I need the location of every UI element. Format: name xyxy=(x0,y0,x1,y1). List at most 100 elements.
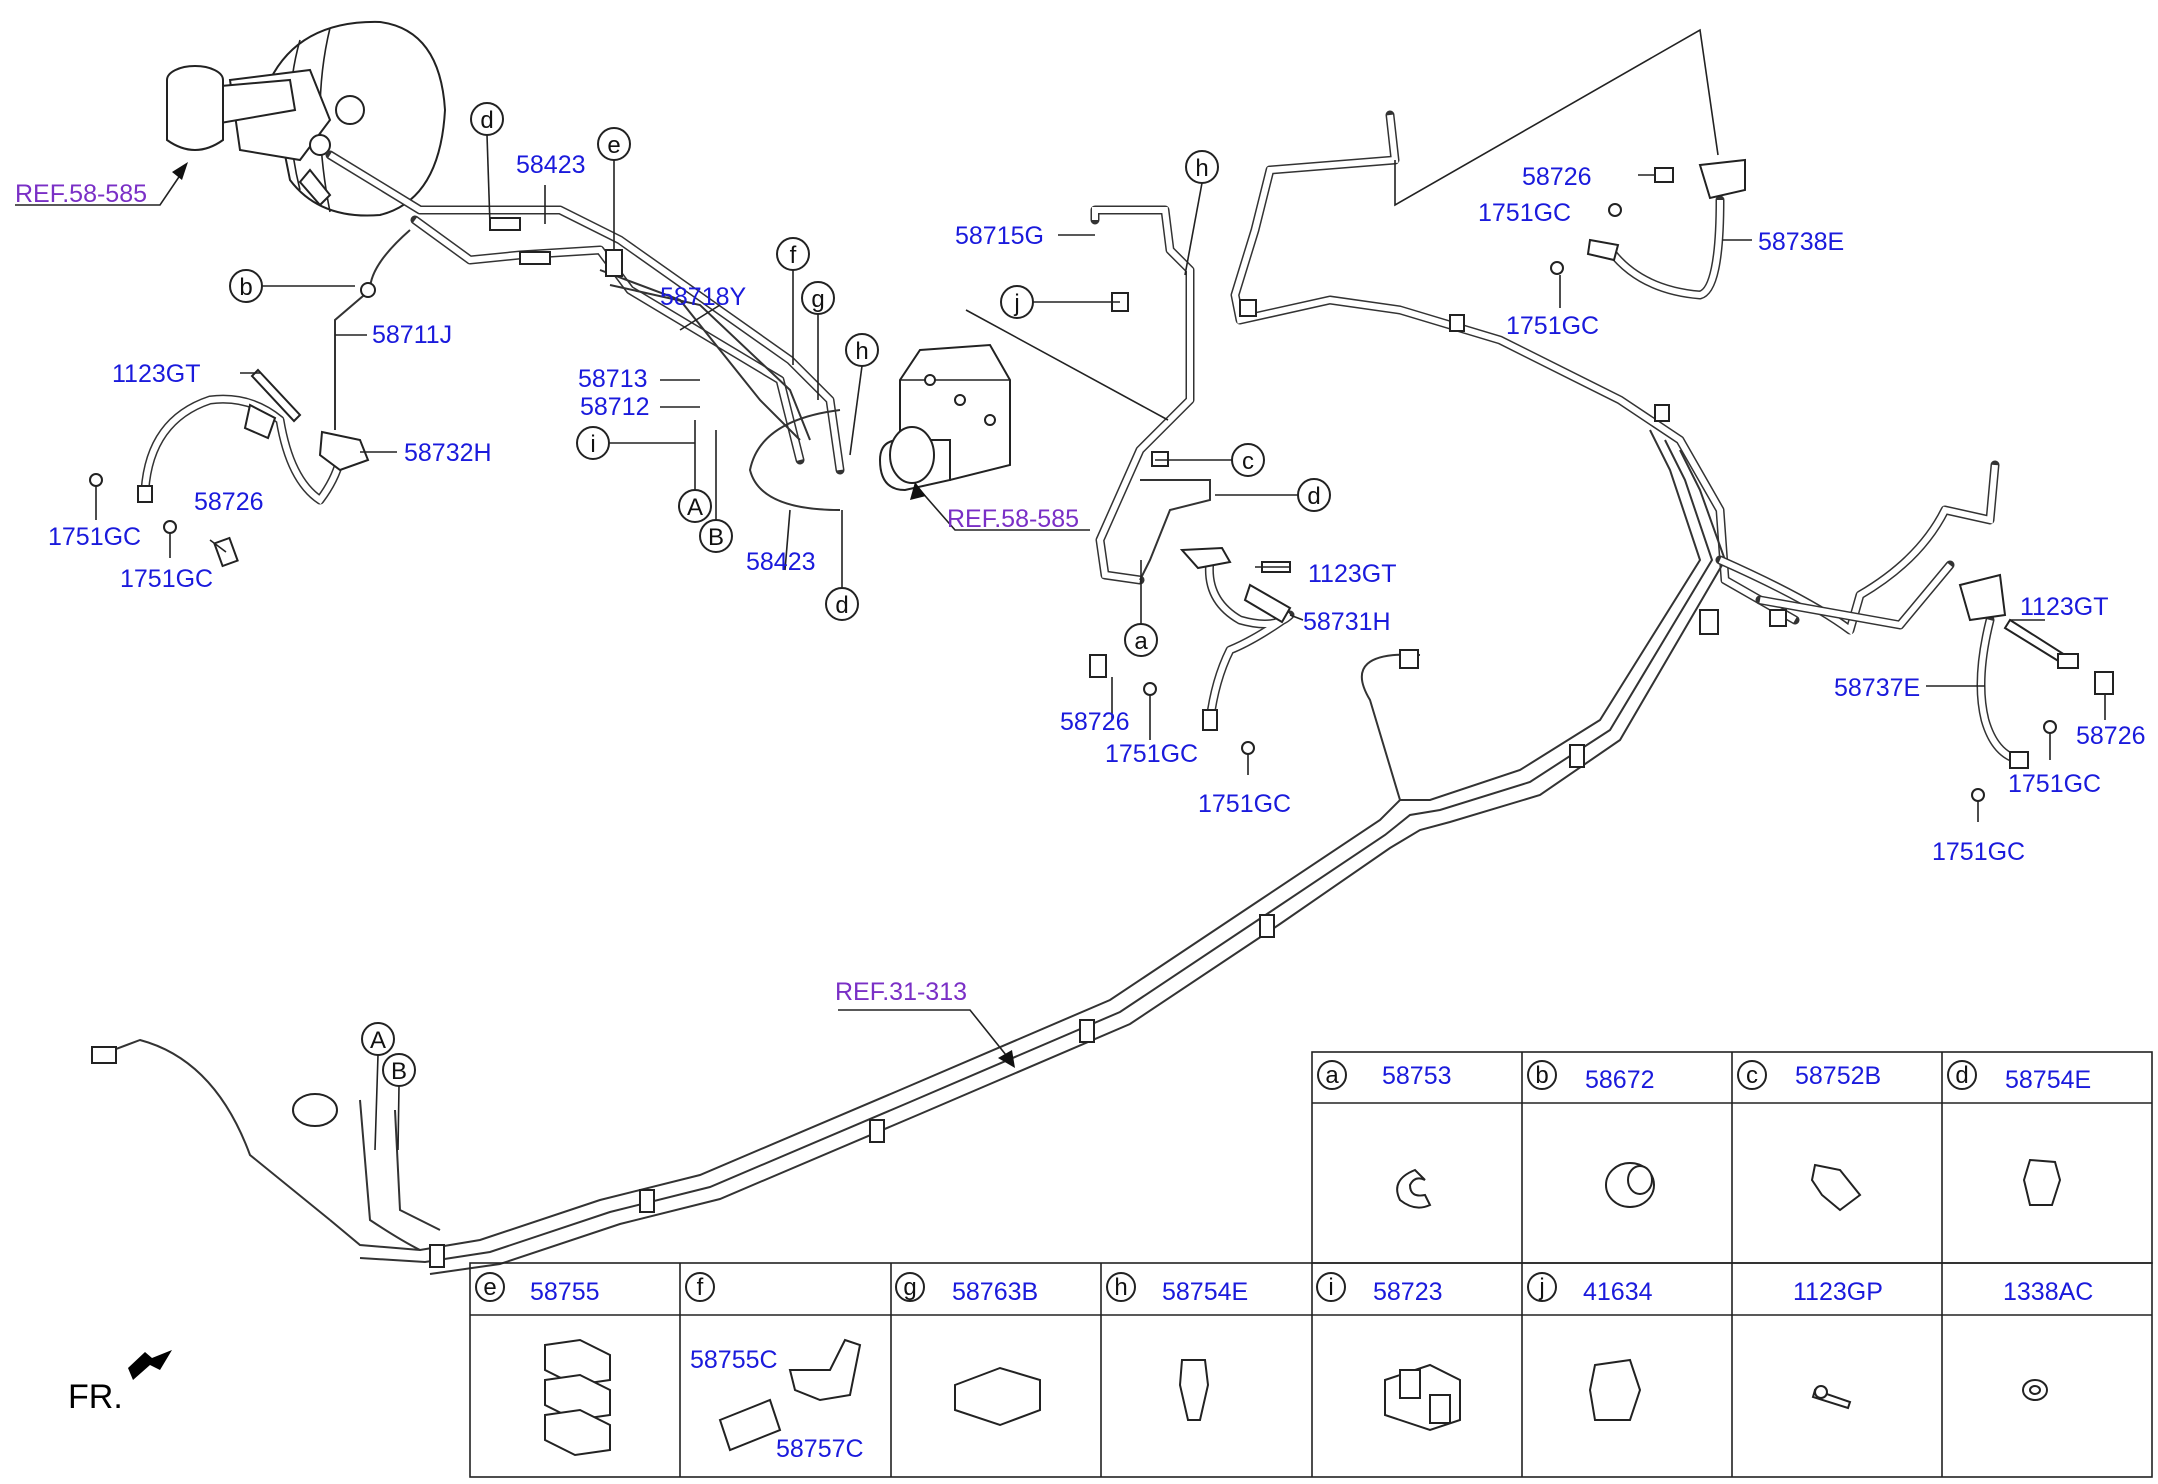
clip-58763B-icon xyxy=(954,1366,1041,1427)
callout-A-1 xyxy=(678,489,712,523)
table-part-58755C: 58755C xyxy=(690,1346,778,1374)
table-part-58763B: 58763B xyxy=(952,1278,1038,1306)
label-58713: 58713 xyxy=(578,365,648,393)
table-cell-a: a 58753 xyxy=(1317,1060,1452,1090)
clip-58752B-icon xyxy=(1810,1163,1862,1212)
table-part-58754E-a: 58754E xyxy=(2005,1066,2091,1094)
front-right-lines xyxy=(1090,205,1211,585)
callout-e xyxy=(597,127,631,161)
callout-g xyxy=(801,281,835,315)
label-1751GC-mid-a: 1751GC xyxy=(1105,740,1198,768)
front-arrow-icon xyxy=(128,1350,172,1380)
front-brake-lines xyxy=(325,150,845,511)
callout-d-3 xyxy=(1297,478,1331,512)
part-leaders xyxy=(95,174,2106,822)
table-part-58672: 58672 xyxy=(1585,1066,1655,1094)
label-58726-rear-left: 58726 xyxy=(2076,722,2146,750)
label-1751GC-rear-left-b: 1751GC xyxy=(1932,838,2025,866)
label-1123GT-rear-left: 1123GT xyxy=(2020,593,2108,621)
label-1751GC-left-b: 1751GC xyxy=(120,565,213,593)
callout-j xyxy=(1000,285,1034,319)
label-58726-left: 58726 xyxy=(194,488,264,516)
table-letter-a: a xyxy=(1325,1062,1339,1089)
table-letter-i: i xyxy=(1328,1274,1333,1301)
callout-b-text: b xyxy=(239,274,252,301)
table-cell-d: d 58754E xyxy=(1947,1060,2091,1094)
ref-arrow-1 xyxy=(172,162,188,180)
table-letter-e: e xyxy=(483,1274,496,1301)
table-part-58753: 58753 xyxy=(1382,1062,1452,1090)
rear-main-lines xyxy=(91,110,2000,1275)
clip-41634-icon xyxy=(1588,1358,1642,1421)
front-marker: FR. xyxy=(68,1350,172,1416)
callout-e-text: e xyxy=(607,132,620,159)
table-letter-g: g xyxy=(903,1274,916,1301)
label-1751GC-rear-right-a: 1751GC xyxy=(1478,199,1571,227)
callout-B-2 xyxy=(382,1053,416,1087)
callout-B-1-text: B xyxy=(708,524,724,551)
label-1123GT-left: 1123GT xyxy=(112,360,200,388)
label-1751GC-left-a: 1751GC xyxy=(48,523,141,551)
front-left-hose xyxy=(89,368,370,568)
label-58737E: 58737E xyxy=(1834,674,1920,702)
clip-58723-post-b xyxy=(1429,1394,1451,1424)
callout-i xyxy=(576,426,610,460)
table-part-1338AC: 1338AC xyxy=(2003,1278,2093,1306)
ref-label-2: REF.58-585 xyxy=(947,505,1079,533)
label-58718Y: 58718Y xyxy=(660,283,747,311)
table-cell-e: e 58755 xyxy=(475,1272,600,1306)
callout-g-text: g xyxy=(811,286,824,313)
callout-f xyxy=(776,237,810,271)
callout-i-text: i xyxy=(590,431,595,458)
callout-B-2-text: B xyxy=(391,1058,407,1085)
ref-arrow-2 xyxy=(910,482,926,500)
callout-d-1-text: d xyxy=(480,107,493,134)
clip-58755-icon xyxy=(544,1338,611,1457)
label-58731H: 58731H xyxy=(1303,608,1391,636)
label-1751GC-rear-left-a: 1751GC xyxy=(2008,770,2101,798)
ref-leader-1 xyxy=(15,167,186,206)
label-1751GC-mid-b: 1751GC xyxy=(1198,790,1291,818)
callout-A-2 xyxy=(361,1022,395,1056)
clip-58723-post-a xyxy=(1399,1369,1421,1399)
table-part-58755: 58755 xyxy=(530,1278,600,1306)
table-cell-j: j 41634 xyxy=(1527,1272,1653,1306)
callout-d-1 xyxy=(470,102,504,136)
callout-a xyxy=(1124,623,1158,657)
callout-f-text: f xyxy=(790,242,797,269)
table-part-58757C: 58757C xyxy=(776,1435,864,1463)
label-58732H: 58732H xyxy=(404,439,492,467)
callout-d-2-text: d xyxy=(835,592,848,619)
table-cell-f: f 58755C 58757C xyxy=(685,1272,864,1463)
rear-left-hose xyxy=(1958,573,2114,802)
table-letter-h: h xyxy=(1114,1274,1127,1301)
table-cell-h: h 58754E xyxy=(1106,1272,1248,1306)
callout-h-2-text: h xyxy=(1195,155,1208,182)
zoom-line-rear-right xyxy=(1394,28,1719,207)
callout-B-1 xyxy=(699,519,733,553)
bracket-58755C-icon xyxy=(718,1338,862,1452)
table-cell-i: i 58723 xyxy=(1316,1272,1443,1306)
label-1123GT-mid: 1123GT xyxy=(1308,560,1396,588)
callout-h-1 xyxy=(845,333,879,367)
ref-label-1: REF.58-585 xyxy=(15,180,147,208)
ref-label-3: REF.31-313 xyxy=(835,978,967,1006)
abs-module xyxy=(878,343,1011,492)
table-letter-f: f xyxy=(697,1274,704,1301)
table-part-1123GP: 1123GP xyxy=(1793,1278,1883,1306)
callout-h-1-text: h xyxy=(855,338,868,365)
table-part-58754E-b: 58754E xyxy=(1162,1278,1248,1306)
callout-h-2 xyxy=(1185,150,1219,184)
label-58715G: 58715G xyxy=(955,222,1044,250)
label-58726-rear-right: 58726 xyxy=(1522,163,1592,191)
ref-arrow-3 xyxy=(998,1050,1015,1068)
callout-b xyxy=(229,269,263,303)
ref-leader-3 xyxy=(838,1009,1011,1061)
label-58712: 58712 xyxy=(580,393,650,421)
grommet-58672-inner xyxy=(1627,1165,1653,1195)
label-1751GC-rear-right-b: 1751GC xyxy=(1506,312,1599,340)
callout-d-2 xyxy=(825,587,859,621)
label-58423-top: 58423 xyxy=(516,151,586,179)
zoom-line-abs xyxy=(965,309,1169,421)
